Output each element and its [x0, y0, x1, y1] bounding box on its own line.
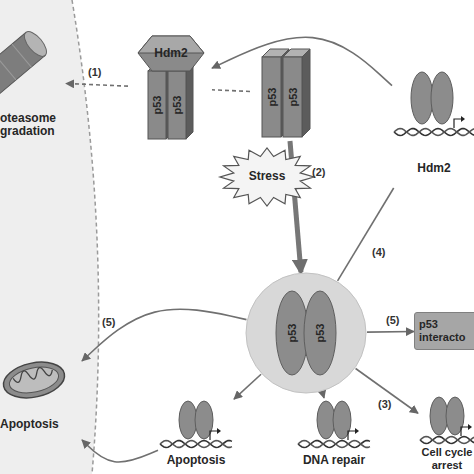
- dashed-arrow: [212, 90, 250, 92]
- node-label: DNA repair: [296, 454, 372, 467]
- target-gene-part: [217, 428, 221, 434]
- hdm2-p53-complex-part: [148, 71, 166, 139]
- target-gene-part: [348, 431, 355, 440]
- node-label: Apoptosis: [158, 454, 234, 467]
- hdm2-p53-complex-part: [138, 36, 204, 71]
- target-gene-part: [298, 441, 370, 448]
- hdm2-gene: Hdm2: [392, 58, 474, 188]
- protein-label: p53: [171, 96, 184, 115]
- dashed-arrow: [66, 83, 128, 86]
- protein-label: p53: [314, 324, 327, 343]
- target-gene-part: [420, 437, 474, 444]
- pathway-arrow: [338, 188, 394, 281]
- proteasome-part: [12, 44, 31, 67]
- p53-tetramer-part: [246, 273, 366, 393]
- target-gene-part: [298, 441, 370, 448]
- target-gene-part: [355, 428, 359, 434]
- p53-dimer-shape: [250, 45, 322, 141]
- target-gene-part: [461, 427, 468, 436]
- hdm2-p53-complex: Hdm2 p53 p53: [128, 33, 212, 143]
- step-number: (1): [88, 66, 101, 78]
- node-label: Stress: [220, 170, 314, 183]
- target-gene: Apoptosis: [158, 398, 234, 470]
- pathway-arrow: [234, 374, 261, 399]
- target-gene-part: [160, 441, 232, 448]
- node-label: Hdm2: [142, 47, 200, 60]
- node-label: Cell cycle arrest: [418, 446, 474, 472]
- target-gene-part: [160, 441, 232, 448]
- hdm2-p53-complex-part: [168, 71, 186, 139]
- mitochondrion-part: [7, 363, 61, 397]
- hdm2-gene-part: [394, 129, 474, 136]
- p53-dimer-part: [283, 57, 302, 137]
- protein-label: p53: [287, 88, 300, 107]
- hdm2-gene-part: [454, 119, 461, 128]
- p53-dimer-part: [262, 57, 281, 137]
- hdm2-gene-part: [394, 129, 474, 136]
- hdm2-gene-part: [411, 72, 433, 124]
- node-label: p53 interacto: [419, 318, 474, 344]
- stress-burst: Stress: [220, 148, 314, 206]
- pathway-arrow: [82, 440, 158, 462]
- p53-dimer: p53 p53: [250, 45, 322, 141]
- pathway-arrow: [367, 331, 414, 333]
- hdm2-p53-complex-part: [186, 64, 193, 139]
- step-number: (3): [378, 398, 391, 410]
- p53-tetramer-part: [276, 291, 308, 375]
- node-label: Apoptosis: [0, 418, 76, 431]
- protein-label: p53: [266, 88, 279, 107]
- pathway-arrow: [82, 309, 246, 361]
- proteasome: oteasome gradation: [0, 26, 66, 138]
- protein-label: p53: [151, 96, 164, 115]
- target-gene-part: [210, 431, 217, 440]
- proteasome-part: [0, 57, 16, 80]
- step-number: (2): [312, 166, 325, 178]
- stress-burst-part: [220, 148, 314, 206]
- mitochondrion-part: [0, 357, 68, 403]
- target-gene-part: [468, 424, 472, 430]
- protein-label: p53: [286, 324, 299, 343]
- pathway-arrow: [356, 369, 418, 414]
- hdm2-gene-part: [461, 116, 465, 122]
- hdm2-gene-part: [431, 72, 453, 124]
- node-label: oteasome gradation: [0, 112, 64, 138]
- p53-tetramer-part: [304, 291, 336, 375]
- p53-tetramer-shape: [245, 272, 367, 394]
- interactor-box: p53 interacto: [414, 312, 474, 350]
- target-gene: DNA repair: [296, 398, 372, 470]
- target-gene-part: [179, 401, 197, 439]
- mitochondrion-part: [0, 357, 68, 403]
- p53-tetramer: p53 p53: [245, 272, 367, 394]
- target-gene-part: [317, 401, 335, 439]
- mitochondrion-part: [12, 365, 53, 383]
- step-number: (4): [372, 246, 385, 258]
- target-gene: Cell cycle arrest: [418, 394, 474, 474]
- proteasome-part: [0, 28, 50, 97]
- p53-dimer-part: [302, 49, 310, 137]
- step-number: (5): [102, 316, 115, 328]
- target-gene-part: [430, 397, 448, 435]
- pathway-arrow: [322, 392, 324, 398]
- target-gene-part: [420, 437, 474, 444]
- proteasome-part: [20, 28, 50, 60]
- node-label: Hdm2: [406, 162, 462, 175]
- step-number: (5): [386, 314, 399, 326]
- mitochondrion: Apoptosis: [0, 358, 82, 440]
